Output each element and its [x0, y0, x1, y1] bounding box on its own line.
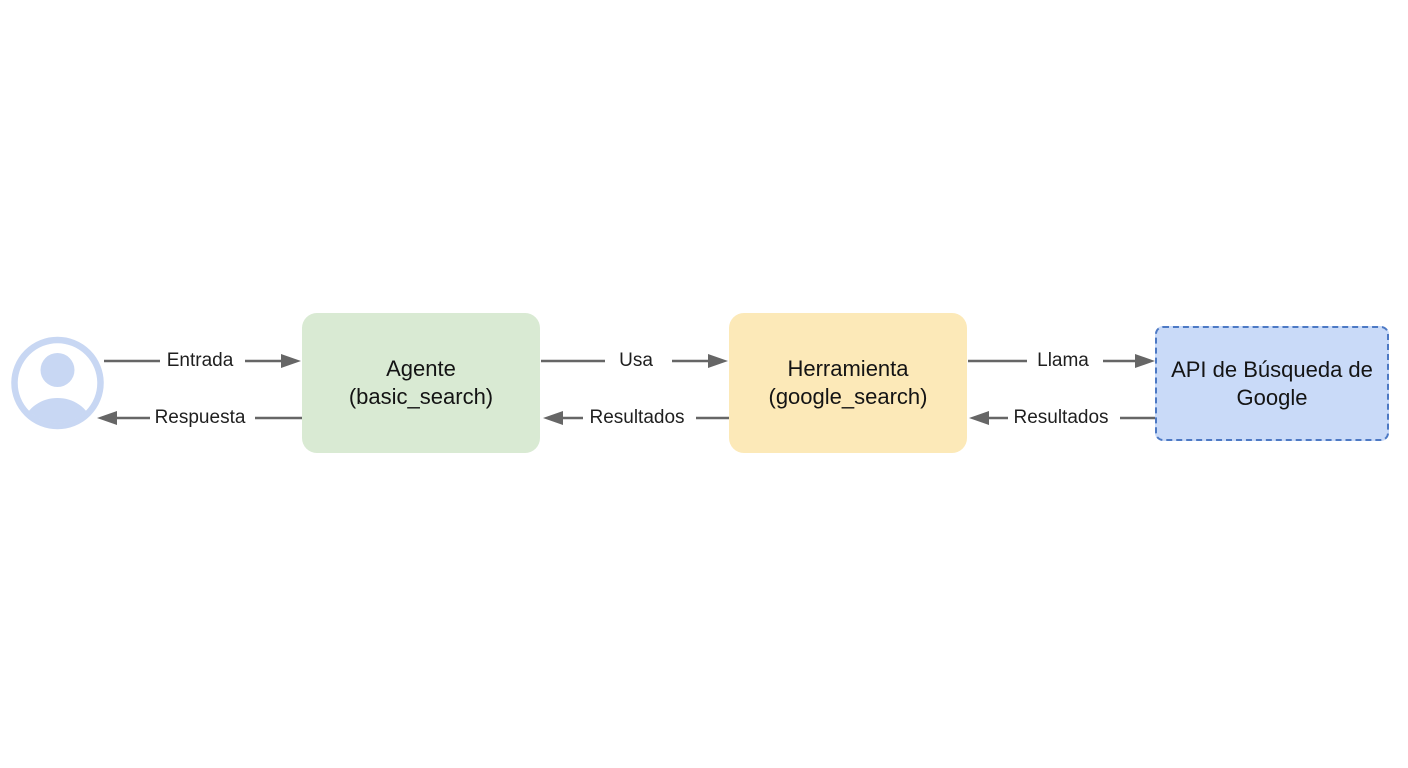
edge-label-llama: Llama — [1037, 350, 1089, 371]
edge-label-resultados-api: Resultados — [1013, 407, 1109, 428]
arrow-llama-head — [1135, 354, 1155, 368]
user-avatar-ring — [11, 336, 104, 430]
user-avatar-icon — [11, 336, 104, 430]
node-api-busqueda-google-title: API de Búsqueda de Google — [1171, 356, 1373, 410]
node-herramienta-subtitle: (google_search) — [768, 384, 928, 409]
arrow-entrada-head — [281, 354, 301, 368]
edge-label-resultados-herramienta: Resultados — [589, 407, 685, 428]
edge-label-respuesta: Respuesta — [154, 407, 246, 428]
node-api-busqueda-google: API de Búsqueda de Google — [1155, 326, 1389, 441]
node-agente-title: Agente — [386, 356, 456, 381]
arrow-respuesta-head — [97, 411, 117, 425]
arrow-resultados-api-head — [969, 411, 989, 425]
node-agente-subtitle: (basic_search) — [348, 384, 494, 409]
node-herramienta-title: Herramienta — [787, 356, 909, 381]
node-herramienta: Herramienta (google_search) — [729, 313, 967, 453]
user-avatar-shoulders — [21, 398, 94, 423]
user-avatar-head — [40, 353, 75, 387]
arrow-usa-head — [708, 354, 728, 368]
edge-label-entrada: Entrada — [166, 350, 234, 371]
arrow-resultados-herramienta-head — [543, 411, 563, 425]
edge-label-usa: Usa — [619, 350, 653, 371]
node-agente: Agente (basic_search) — [302, 313, 540, 453]
